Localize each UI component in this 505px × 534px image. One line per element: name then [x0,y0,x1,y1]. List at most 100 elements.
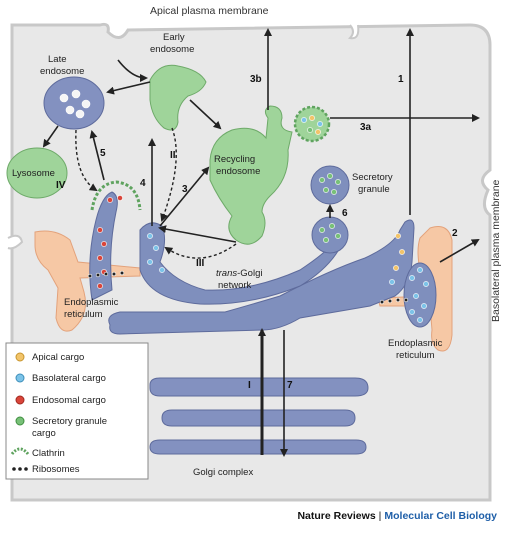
clathrin-bud-recycling [293,105,331,143]
arrow-II [160,127,177,222]
pathway-arrows-dashed [75,127,237,259]
arrow-late-to-lysosome [42,125,59,148]
secretory-granule-label-1: Secretory [352,172,393,183]
golgi-cisterna-1 [149,377,369,397]
legend-secretory-granule-cargo: Secretory granule cargo [15,416,107,439]
cargo-dot [423,281,429,287]
arrow-recycling-to-tgn [158,225,237,243]
cargo-dot [153,245,159,251]
secretory-cargo-label-1: Secretory granule [32,416,107,427]
cargo-dot [319,177,325,183]
ribosome-dot [119,270,125,276]
pathway-3a: 3a [360,122,372,133]
intraluminal-vesicle [65,105,75,115]
tgn-label-1: trans-Golgi [216,268,262,279]
cargo-dot [329,223,335,229]
cargo-dot [147,233,153,239]
golgi-cisterna-3 [149,439,367,455]
cargo-dot [409,309,415,315]
clathrin-bud-tgn [90,180,142,211]
legend-clathrin: Clathrin [10,447,65,459]
arrow-apical-to-early [117,59,148,82]
ribosome-dot [111,271,117,277]
cargo-dot [335,233,341,239]
ribosomes-label: Ribosomes [32,464,80,475]
recycling-endosome-label-2: endosome [216,166,260,177]
cargo-dot [327,173,333,179]
secretory-cargo-label-2: cargo [32,428,56,439]
cargo-dot [413,293,419,299]
pathway-3b: 3b [250,74,262,85]
pathway-III: III [196,258,205,269]
ribosome-dot [395,297,401,303]
legend-endosomal-cargo: Endosomal cargo [15,395,106,406]
journal-section: Molecular Cell Biology [384,510,497,522]
early-endosome-label-1: Early [163,32,185,43]
cargo-dot [159,267,165,273]
pathway-I: I [248,380,251,391]
ribosome-dot [95,272,101,278]
legend-basolateral-cargo: Basolateral cargo [15,373,106,384]
basolateral-cargo-label: Basolateral cargo [32,373,106,384]
cargo-dot [323,187,329,193]
ribosome-dot [87,273,93,279]
ribosome-dot [379,299,385,305]
er-left-label-1: Endoplasmic [64,297,119,308]
lysosome [6,147,68,199]
tgn-central-body [139,222,343,305]
early-endosome [149,64,207,131]
endosomal-cargo-label: Endosomal cargo [32,395,106,406]
secretory-granule [310,165,350,205]
pathway-7: 7 [287,380,293,391]
cargo-dot [317,121,323,127]
recycling-endosome-label-1: Recycling [214,154,255,165]
clathrin-label: Clathrin [32,448,65,459]
er-right-label-1: Endoplasmic [388,338,443,349]
secretory-granule-label-2: granule [358,184,390,195]
ribosome-dot [387,298,393,304]
pathway-5: 5 [100,148,106,159]
arrow-early-to-recycling [189,99,222,130]
basolateral-cargo-swatch [15,373,25,383]
pathway-IV: IV [56,180,66,191]
cargo-dot [307,127,313,133]
arrow-IV [75,129,98,192]
cargo-dot [389,279,395,285]
cargo-dot [97,227,103,233]
er-left [34,230,141,332]
cargo-dot [117,195,123,201]
cargo-dot [421,303,427,309]
apical-membrane-notch [347,24,360,40]
arrow-early-to-late [106,81,151,95]
apical-cargo-label: Apical cargo [32,352,84,363]
intraluminal-vesicle [81,99,91,109]
intraluminal-vesicle [75,109,85,119]
cargo-dot [101,241,107,247]
late-endosome-label-1: Late [48,54,67,65]
lysosome-label: Lysosome [12,168,55,179]
cargo-dot [395,233,401,239]
journal-credit: Nature Reviews|Molecular Cell Biology [0,510,497,522]
apical-cargo-swatch [15,352,25,362]
arrow-3 [159,166,210,227]
legend-apical-cargo: Apical cargo [15,352,84,363]
pathway-6: 6 [342,208,348,219]
clathrin-swatch [10,447,30,455]
pathway-2: 2 [452,228,458,239]
cargo-dot [417,317,423,323]
golgi-complex-label: Golgi complex [193,467,253,478]
cargo-dot [97,255,103,261]
recycling-endosome [209,105,293,245]
pathway-II: II [170,150,176,161]
cargo-dot [309,115,315,121]
apical-membrane-label: Apical plasma membrane [150,5,269,17]
basolateral-membrane-notch [7,234,24,250]
secretory-cargo-swatch [15,416,25,426]
arrow-5 [89,130,105,181]
ribosome-dot-1 [12,467,16,471]
ribosome-dot-3 [24,467,28,471]
cargo-dot [147,259,153,265]
cargo-dot [323,237,329,243]
footer-separator: | [378,510,382,522]
